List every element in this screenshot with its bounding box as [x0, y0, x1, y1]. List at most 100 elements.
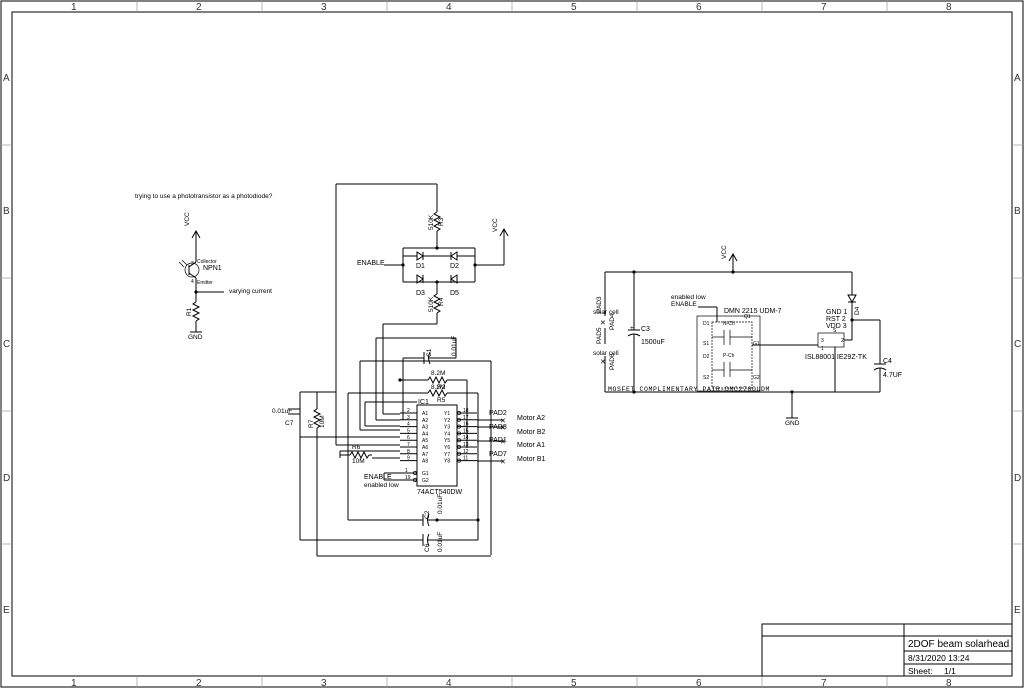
svg-text:0.01uF: 0.01uF [272, 408, 292, 415]
ic1-pin-number: 3 [407, 415, 410, 421]
ic1-pin-label: Y8 [444, 459, 450, 465]
drawing-frame [11, 11, 1013, 677]
svg-text:D3: D3 [416, 290, 425, 297]
npn1-section: trying to use a phototransistor as a pho… [135, 193, 273, 341]
grid-col-bottom: 1 [71, 678, 77, 689]
svg-text:G1: G1 [753, 341, 760, 347]
svg-text:R2: R2 [437, 384, 446, 391]
svg-text:R1: R1 [186, 307, 193, 316]
grid-row-right: D [1014, 473, 1021, 484]
ic1-pin-number: 6 [407, 435, 410, 441]
svg-text:R7: R7 [308, 419, 315, 428]
svg-text:Emitter: Emitter [197, 280, 213, 286]
svg-text:D2: D2 [703, 354, 710, 360]
svg-text:PAD6: PAD6 [609, 353, 616, 370]
svg-text:D1: D1 [416, 263, 425, 270]
motor-label: Motor B2 [517, 429, 546, 436]
svg-text:1: 1 [821, 346, 824, 352]
svg-text:3: 3 [191, 261, 194, 267]
pad-x: ✕ [500, 439, 506, 446]
ic1-pin-number: 5 [407, 428, 410, 434]
ic1-pin-label: Y7 [444, 452, 450, 458]
svg-text:D5: D5 [450, 290, 459, 297]
diode-bridge-section: 510K R3 ENABLE D1 D2 D3 D5 VCC [335, 183, 509, 445]
svg-text:RST 2: RST 2 [826, 316, 846, 323]
svg-text:C6: C6 [424, 543, 431, 552]
ic1-pin-number: 9 [407, 456, 410, 462]
grid-col-bottom: 7 [821, 678, 827, 689]
ic1-pin-label: A6 [422, 445, 428, 451]
ic1-pin-label: Y5 [444, 438, 450, 444]
ic1-pin-number: 7 [407, 442, 410, 448]
ic1-pin-label: G2 [422, 478, 429, 484]
svg-text:Collector: Collector [197, 259, 217, 265]
grid-row-left: C [3, 339, 10, 350]
resistor-r3 [432, 211, 442, 232]
svg-text:VDD 3: VDD 3 [826, 323, 847, 330]
r7-c7: R7 10M 0.01uF C7 [272, 391, 336, 556]
ic1-pin-number: 17 [463, 415, 469, 421]
varying-current-label: varying current [229, 288, 272, 295]
vcc-label-power: VCC [721, 245, 728, 259]
svg-text:D4: D4 [854, 306, 861, 315]
svg-text:PAD3: PAD3 [596, 296, 603, 313]
q1-part: DMN 2215 UDM-7 [724, 308, 782, 315]
grid-col-bottom: 4 [446, 678, 452, 689]
led-d5 [450, 274, 458, 284]
gnd-label-npn: GND [188, 334, 203, 341]
svg-text:C1: C1 [426, 348, 433, 357]
vcc-label-bridge: VCC [492, 218, 499, 232]
pad-label: PAD7 [489, 451, 507, 458]
led-d1 [416, 251, 424, 261]
resistor-r2 [427, 375, 448, 385]
grid-col-top: 6 [696, 2, 702, 13]
date-text: 8/31/2020 13:24 [908, 653, 970, 663]
pad-label: PAD2 [489, 410, 507, 417]
sheet-label: Sheet: [908, 666, 933, 676]
grid-col-bottom: 8 [946, 678, 952, 689]
grid-col-bottom: 6 [696, 678, 702, 689]
led-d3 [416, 274, 424, 284]
svg-text:+: + [630, 325, 634, 332]
svg-text:1500uF: 1500uF [641, 339, 665, 346]
feedback-section: C1 0.01uF 8.2M R2 8.2M R5 [347, 336, 492, 555]
power-section: PAD3 solar cell PAD4 ✕ PAD5 solar cell P… [593, 245, 902, 427]
svg-text:S2: S2 [703, 375, 709, 381]
ic1-pin-label: A1 [422, 411, 428, 417]
ic1-pin-number: 4 [407, 422, 410, 428]
svg-text:R6: R6 [352, 444, 361, 451]
grid-col-top: 8 [946, 2, 952, 13]
svg-text:C7: C7 [285, 420, 294, 427]
grid-row-right: A [1014, 73, 1021, 84]
motor-label: Motor A1 [517, 442, 545, 449]
isl-part: ISL88001 IE29Z-TK [805, 354, 867, 361]
diode-d4 [847, 294, 857, 304]
svg-text:510K: 510K [428, 214, 435, 230]
grid-row-left: D [3, 473, 10, 484]
resistor-r5 [427, 388, 448, 398]
svg-text:0.01uF: 0.01uF [451, 336, 458, 356]
svg-text:8.2M: 8.2M [431, 370, 445, 377]
svg-text:D2: D2 [450, 263, 459, 270]
ic1-pin-label: A3 [422, 425, 428, 431]
ic1-pin-number: 13 [463, 442, 469, 448]
resistor-r7 [312, 408, 322, 429]
grid-row-right: E [1014, 605, 1021, 616]
svg-text:PAD4: PAD4 [609, 313, 616, 330]
enable-label-2: ENABLE [364, 474, 392, 481]
svg-text:10M: 10M [352, 458, 365, 465]
grid-row-right: C [1014, 339, 1021, 350]
svg-text:N-Ch: N-Ch [723, 321, 735, 327]
grid-col-top: 7 [821, 2, 827, 13]
ic1-pin-number: 2 [407, 408, 410, 414]
enabled-low-label-1: enabled low [364, 482, 399, 489]
svg-text:2: 2 [841, 338, 844, 344]
ic1-pin-label: Y6 [444, 445, 450, 451]
